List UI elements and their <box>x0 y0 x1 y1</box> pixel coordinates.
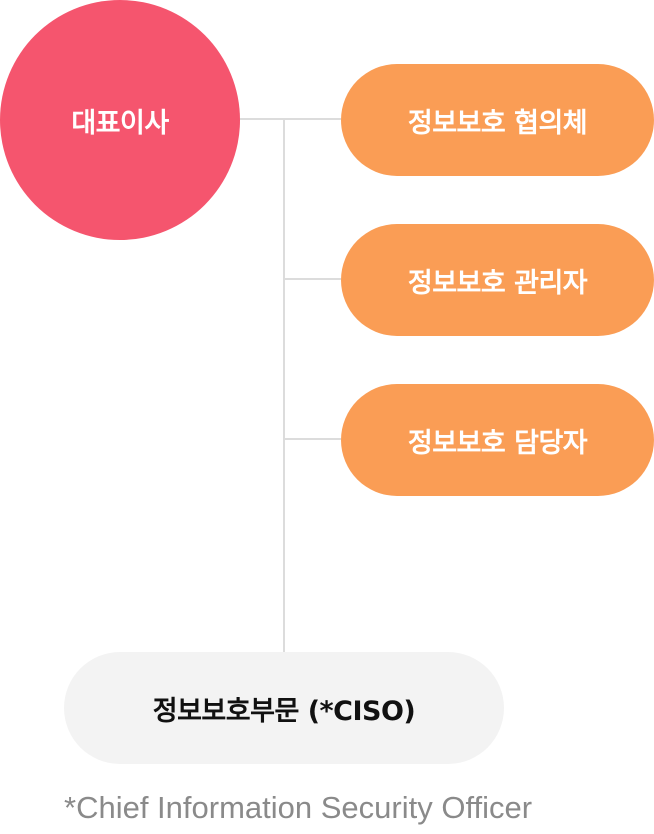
connector-ceo-horizontal <box>240 118 341 120</box>
ceo-label: 대표이사 <box>71 107 169 139</box>
ceo-node: 대표이사 <box>0 0 240 240</box>
footnote: *Chief Information Security Officer <box>64 790 533 825</box>
node-security-council-label: 정보보호 협의체 <box>407 107 588 139</box>
node-security-manager: 정보보호 관리자 <box>341 224 654 336</box>
node-security-manager-label: 정보보호 관리자 <box>407 267 588 299</box>
node-security-staff: 정보보호 담당자 <box>341 384 654 496</box>
node-security-department-label: 정보보호부문 (*CISO) <box>152 695 416 727</box>
node-security-department: 정보보호부문 (*CISO) <box>64 652 504 764</box>
connector-branch-3 <box>283 438 341 440</box>
connector-branch-2 <box>283 278 341 280</box>
connector-vertical-trunk <box>283 118 285 652</box>
node-security-council: 정보보호 협의체 <box>341 64 654 176</box>
node-security-staff-label: 정보보호 담당자 <box>407 427 588 459</box>
